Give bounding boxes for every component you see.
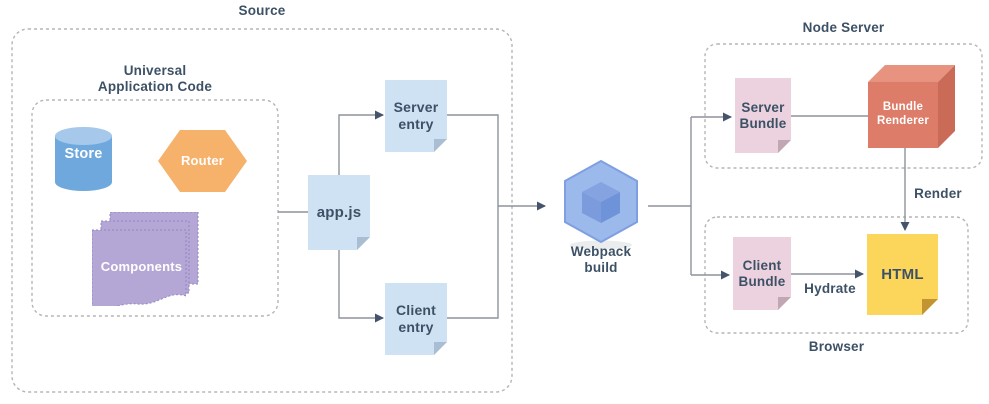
source-group-box <box>11 28 513 393</box>
components-node: Components <box>92 212 203 306</box>
client-entry-page: Client entry <box>385 283 447 355</box>
server-entry-page: Server entry <box>385 80 447 152</box>
client-bundle-page: Client Bundle <box>733 237 791 310</box>
edge-appjs-to-server-entry <box>338 110 384 175</box>
browser-group-label: Browser <box>808 339 865 355</box>
bundle-renderer-node: Bundle Renderer <box>868 65 955 148</box>
store-label: Store <box>64 146 103 163</box>
universal-app-code-group-box <box>31 99 279 317</box>
appjs-label: app.js <box>316 203 362 221</box>
edge-entries-merge <box>447 114 499 319</box>
store-node: Store <box>55 126 112 192</box>
source-group-label: Source <box>238 3 286 19</box>
server-bundle-page: Server Bundle <box>735 78 791 153</box>
server-entry-label: Server entry <box>393 99 439 132</box>
node-server-group-box <box>704 43 983 169</box>
edge-appjs-to-client-entry <box>338 250 384 323</box>
webpack-node <box>556 158 646 250</box>
universal-app-code-group-label: Universal Application Code <box>97 63 213 94</box>
bundle-renderer-label: Bundle Renderer <box>876 101 930 127</box>
components-pages-icon <box>92 212 199 306</box>
webpack-logo-icon <box>564 159 638 250</box>
router-hexagon-icon <box>158 130 247 192</box>
hydrate-edge-label: Hydrate <box>804 281 856 297</box>
router-label: Router <box>180 153 225 169</box>
client-bundle-label: Client Bundle <box>738 257 786 289</box>
html-label: HTML <box>881 265 924 283</box>
node-server-group-label: Node Server <box>802 20 885 36</box>
components-label: Components <box>100 259 183 275</box>
client-entry-label: Client entry <box>395 302 437 335</box>
server-bundle-label: Server Bundle <box>739 99 787 131</box>
router-node: Router <box>158 130 247 192</box>
appjs-page: app.js <box>308 175 370 250</box>
html-page: HTML <box>867 234 938 315</box>
bundle-renderer-cube-icon <box>868 65 955 148</box>
store-cylinder-icon <box>55 127 112 191</box>
render-edge-label: Render <box>914 186 962 202</box>
webpack-build-label: Webpack build <box>570 244 632 275</box>
